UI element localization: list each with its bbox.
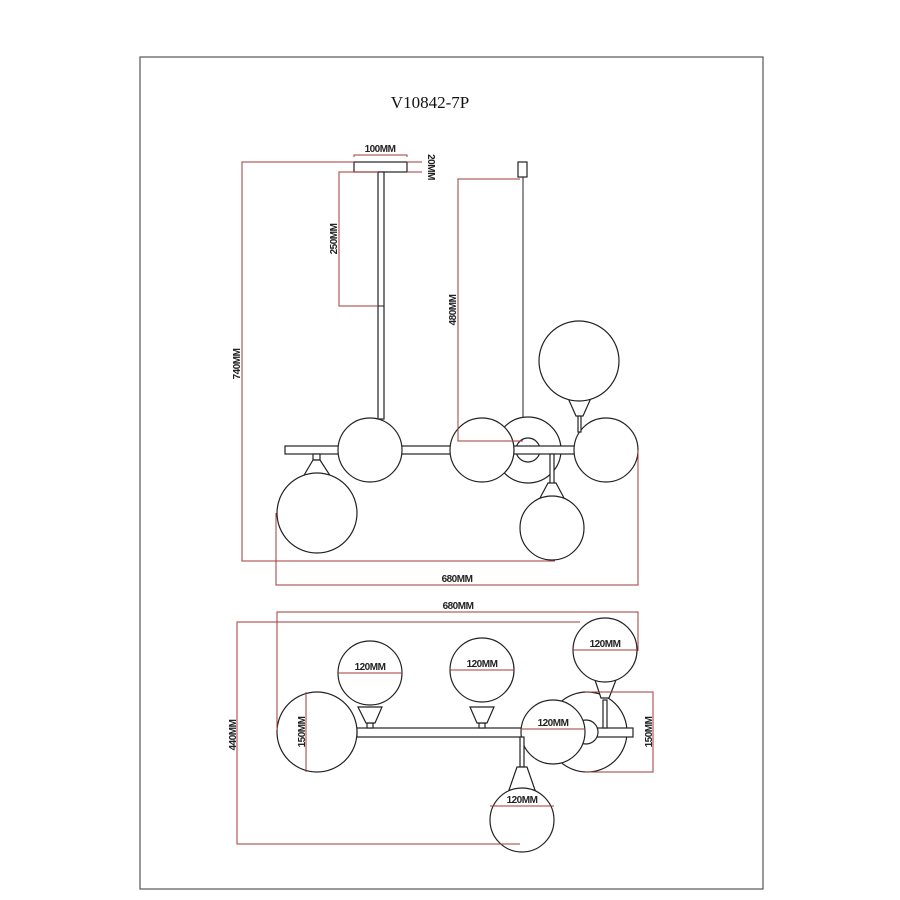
globe bbox=[449, 417, 515, 483]
svg-text:120MM: 120MM bbox=[538, 718, 569, 729]
rod bbox=[377, 171, 385, 420]
drawing-frame bbox=[139, 56, 764, 890]
canopy bbox=[353, 161, 408, 173]
globe-large bbox=[276, 472, 358, 554]
svg-text:120MM: 120MM bbox=[355, 662, 386, 673]
svg-text:740MM: 740MM bbox=[232, 348, 243, 379]
globe bbox=[520, 699, 586, 765]
svg-text:150MM: 150MM bbox=[644, 716, 655, 747]
side-dimensions: 100MM 20MM 250MM 480MM 740MM 680MM bbox=[232, 144, 639, 586]
wire-connector bbox=[517, 161, 528, 178]
svg-text:120MM: 120MM bbox=[467, 659, 498, 670]
svg-text:120MM: 120MM bbox=[507, 795, 538, 806]
svg-text:680MM: 680MM bbox=[443, 601, 474, 612]
top-dimensions: 680MM 440MM 150MM 150MM 120MM 120MM 120M… bbox=[228, 601, 655, 845]
top-view: 680MM 440MM 150MM 150MM 120MM 120MM 120M… bbox=[228, 601, 655, 853]
globe-large bbox=[276, 691, 358, 773]
svg-text:250MM: 250MM bbox=[329, 223, 340, 254]
svg-text:120MM: 120MM bbox=[590, 639, 621, 650]
globe bbox=[337, 417, 403, 483]
globe bbox=[489, 787, 555, 853]
model-title: V10842-7P bbox=[391, 93, 469, 112]
horizontal-bar bbox=[284, 445, 576, 455]
svg-text:150MM: 150MM bbox=[297, 716, 308, 747]
globe-large bbox=[538, 320, 620, 402]
svg-text:480MM: 480MM bbox=[448, 294, 459, 325]
svg-text:440MM: 440MM bbox=[228, 719, 239, 750]
globe bbox=[519, 495, 585, 561]
globe bbox=[573, 417, 639, 483]
side-view: 100MM 20MM 250MM 480MM 740MM 680MM bbox=[232, 144, 639, 586]
svg-text:20MM: 20MM bbox=[425, 154, 436, 180]
svg-text:680MM: 680MM bbox=[442, 574, 473, 585]
svg-text:100MM: 100MM bbox=[365, 144, 396, 155]
